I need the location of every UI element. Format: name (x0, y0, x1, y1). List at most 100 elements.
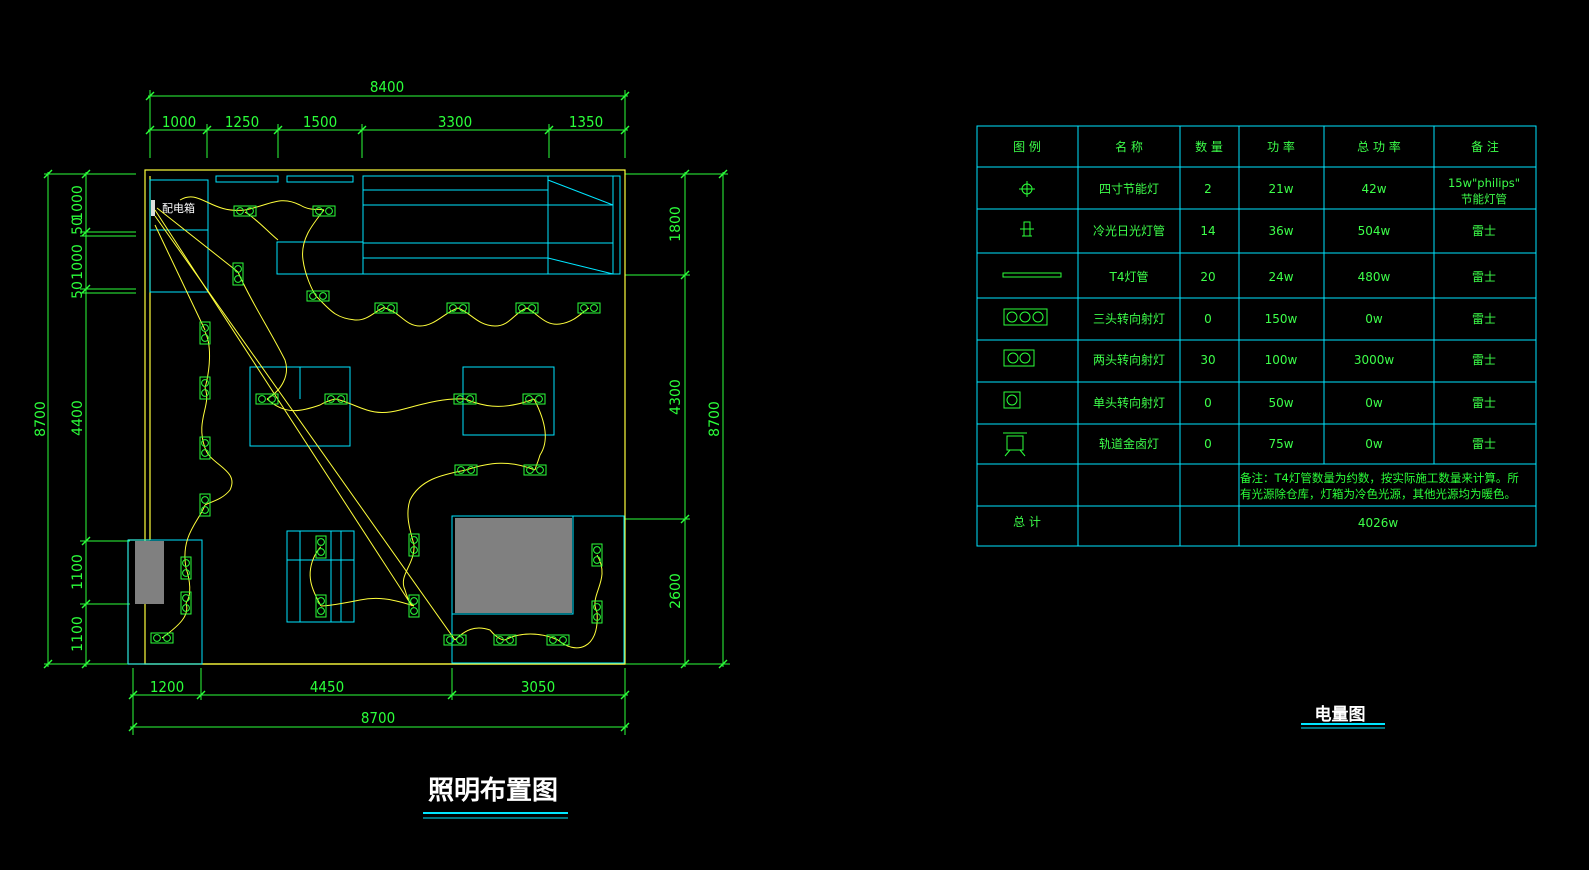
table-cell-power: 50w (1268, 396, 1293, 410)
triple-spotlight-icon (1003, 308, 1048, 326)
dim-right-2: 4300 (668, 379, 684, 415)
table-cell-power: 36w (1268, 224, 1293, 238)
dim-top-4: 3300 (438, 113, 472, 131)
table-cell-power: 21w (1268, 182, 1293, 196)
dim-top-3: 1500 (303, 113, 337, 131)
double-spotlight-fixture-icon (180, 556, 192, 580)
distribution-box-label: 配电箱 (162, 201, 195, 215)
double-spotlight-fixture-icon (180, 591, 192, 615)
table-cell-name: 冷光日光灯管 (1093, 223, 1165, 238)
table-cell-name: 四寸节能灯 (1099, 182, 1159, 196)
double-spotlight-fixture-icon (515, 302, 539, 314)
plan-dimension-lines (44, 90, 730, 735)
table-cell-power: 100w (1265, 353, 1298, 367)
dim-right-1: 1800 (668, 206, 684, 242)
table-cell-total: 0w (1365, 437, 1383, 451)
table-cell-note: 雷士 (1472, 396, 1496, 410)
double-spotlight-fixture-icon (577, 302, 601, 314)
table-cell-qty: 0 (1204, 437, 1212, 451)
table-cell-power: 150w (1265, 312, 1298, 326)
table-cell-total: 42w (1361, 182, 1386, 196)
dim-left-1: 1000 (70, 185, 86, 221)
cold-light-tube-icon (1020, 221, 1034, 237)
table-cell-power: 24w (1268, 270, 1293, 284)
table-cell-note: 15w"philips" (1448, 176, 1520, 190)
double-spotlight-fixture-icon (546, 634, 570, 646)
table-total-label: 总 计 (1013, 515, 1041, 529)
double-spotlight-fixture-icon (324, 393, 348, 405)
double-spotlight-fixture-icon (306, 290, 330, 302)
table-cell-note: 雷士 (1472, 270, 1496, 284)
table-cell-total: 504w (1358, 224, 1391, 238)
dim-left-2: 50 (70, 217, 86, 235)
table-header-name: 名 称 (1115, 139, 1143, 154)
dim-bottom-3: 3050 (521, 678, 555, 696)
double-spotlight-fixture-icon (446, 302, 470, 314)
table-cell-total: 0w (1365, 396, 1383, 410)
double-spotlight-fixture-icon (150, 632, 174, 644)
double-spotlight-icon (1003, 349, 1035, 367)
table-cell-qty: 20 (1200, 270, 1215, 284)
double-spotlight-fixture-icon (522, 393, 546, 405)
table-cell-note: 雷士 (1472, 312, 1496, 326)
single-spotlight-icon (1003, 391, 1021, 409)
dim-bottom-2: 4450 (310, 678, 344, 696)
table-cell-name: 三头转向射灯 (1093, 311, 1165, 326)
distribution-box-icon (151, 200, 155, 216)
table-cell-qty: 30 (1200, 353, 1215, 367)
dim-top-1: 1000 (162, 113, 196, 131)
t4-tube-icon (1002, 272, 1062, 278)
double-spotlight-fixture-icon (443, 634, 467, 646)
double-spotlight-fixture-icon (199, 321, 211, 345)
dim-bottom-1: 1200 (150, 678, 184, 696)
double-spotlight-fixture-icon (199, 493, 211, 517)
double-spotlight-fixture-icon (408, 594, 420, 618)
table-cell-name: 轨道金卤灯 (1099, 436, 1159, 451)
double-spotlight-fixture-icon (453, 393, 477, 405)
double-spotlight-fixture-icon (523, 464, 547, 476)
double-spotlight-fixture-icon (312, 205, 336, 217)
table-header-note: 备 注 (1471, 139, 1499, 154)
dim-bottom-overall: 8700 (361, 709, 395, 727)
table-cell-name: T4灯管 (1109, 269, 1149, 284)
storage-fill (135, 541, 164, 604)
table-cell-total: 480w (1358, 270, 1391, 284)
table-cell-note: 雷士 (1472, 353, 1496, 367)
double-spotlight-fixture-icon (255, 393, 279, 405)
dim-top-5: 1350 (569, 113, 603, 131)
table-remark-line2: 有光源除仓库，灯箱为冷色光源，其他光源均为暖色。 (1240, 487, 1516, 501)
table-remark-line1: 备注：T4灯管数量为约数，按实际施工数量来计算。所 (1240, 471, 1519, 485)
plan-dimension-ticks (43, 91, 728, 732)
table-header-qty: 数 量 (1195, 139, 1223, 154)
four-inch-downlight-icon (1019, 181, 1035, 197)
dim-left-overall: 8700 (33, 401, 49, 437)
double-spotlight-fixture-icon (493, 634, 517, 646)
light-fixtures (150, 205, 603, 646)
table-cell-total: 0w (1365, 312, 1383, 326)
plan-title: 照明布置图 (428, 776, 558, 806)
dim-left-3: 1000 (70, 244, 86, 280)
double-spotlight-fixture-icon (591, 543, 603, 567)
table-cell-name: 单头转向射灯 (1093, 395, 1165, 410)
dim-left-5: 4400 (70, 400, 86, 436)
table-cell-qty: 0 (1204, 396, 1212, 410)
double-spotlight-fixture-icon (374, 302, 398, 314)
double-spotlight-fixture-icon (199, 376, 211, 400)
dim-right-overall: 8700 (707, 401, 723, 437)
table-cell-note: 雷士 (1472, 437, 1496, 451)
double-spotlight-fixture-icon (233, 205, 257, 217)
double-spotlight-fixture-icon (591, 600, 603, 624)
dim-right-3: 2600 (668, 573, 684, 609)
dim-top-overall: 8400 (370, 78, 404, 96)
table-header-total: 总 功 率 (1357, 139, 1401, 154)
table-cell-qty: 0 (1204, 312, 1212, 326)
table-cell-note: 节能灯管 (1461, 192, 1507, 206)
dim-left-6: 1100 (70, 554, 86, 590)
table-cell-qty: 14 (1200, 224, 1215, 238)
track-halogen-icon (1003, 432, 1027, 457)
dim-top-2: 1250 (225, 113, 259, 131)
double-spotlight-fixture-icon (454, 464, 478, 476)
table-cell-name: 两头转向射灯 (1093, 352, 1165, 367)
table-header-power: 功 率 (1267, 139, 1295, 154)
